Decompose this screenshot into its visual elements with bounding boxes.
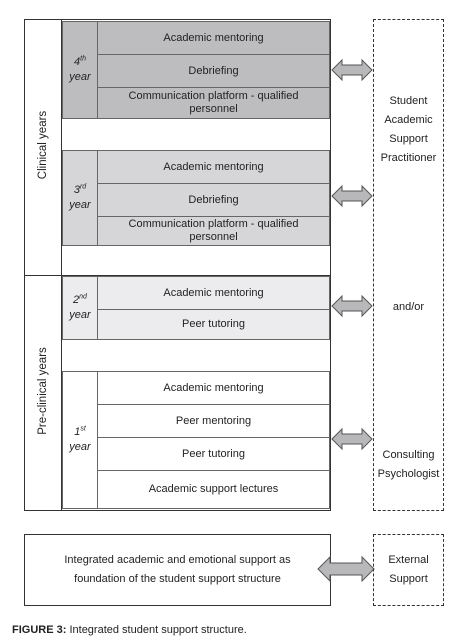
year-2-block: 2nd year Academic mentoring Peer tutorin…	[62, 276, 330, 340]
year-4-item: Debriefing	[98, 55, 329, 88]
year-4-number: 4	[74, 56, 81, 68]
year-4-block: 4th year Academic mentoring Debriefing C…	[62, 21, 330, 119]
caption-label: FIGURE 3:	[12, 624, 67, 636]
foundation-line: foundation of the student support struct…	[74, 573, 281, 585]
phase-divider	[24, 275, 331, 276]
year-1-number: 1	[74, 426, 81, 438]
year-2-item: Peer tutoring	[182, 318, 245, 330]
phase-column	[24, 19, 62, 511]
student-support-frame	[24, 19, 331, 511]
year-4-label: 4th year	[63, 22, 98, 118]
support-provider-panel: Student Academic Support Practitioner an…	[373, 19, 444, 511]
double-arrow-icon	[331, 185, 373, 207]
year-3-block: 3rd year Academic mentoring Debriefing C…	[62, 150, 330, 246]
year-3-number: 3	[73, 184, 80, 196]
caption-text: Integrated student support structure.	[66, 624, 247, 636]
student-academic-support-practitioner: Student Academic Support Practitioner	[374, 92, 443, 168]
year-3-item: Communication platform - qualified perso…	[128, 218, 299, 243]
panel-line: Academic	[384, 114, 433, 126]
year-1-item: Academic mentoring	[98, 372, 329, 405]
phase-label-preclinical: Pre-clinical years	[37, 347, 49, 435]
double-arrow-icon	[331, 59, 373, 81]
year-2-word: year	[69, 309, 91, 321]
year-4-suffix: th	[80, 55, 86, 63]
and-or-label: and/or	[392, 301, 425, 313]
year-1-word: year	[69, 441, 91, 453]
double-arrow-icon	[331, 428, 373, 450]
external-line: Support	[389, 573, 428, 585]
year-1-item: Academic support lectures	[148, 483, 279, 495]
year-4-item: Academic mentoring	[98, 22, 329, 55]
year-4-word: year	[69, 71, 91, 83]
panel-line: Psychologist	[377, 468, 440, 480]
year-2-label: 2nd year	[63, 277, 98, 339]
year-1-item: Peer mentoring	[98, 405, 329, 438]
year-3-item: Debriefing	[98, 184, 329, 217]
external-support-box: External Support	[373, 534, 444, 606]
foundation-line: Integrated academic and emotional suppor…	[64, 554, 291, 566]
panel-line: Practitioner	[380, 152, 437, 164]
year-3-label: 3rd year	[63, 151, 98, 245]
panel-line: Student	[389, 95, 428, 107]
foundation-box: Integrated academic and emotional suppor…	[24, 534, 331, 606]
year-1-block: 1st year Academic mentoring Peer mentori…	[62, 371, 330, 509]
year-2-item: Academic mentoring	[98, 277, 329, 310]
external-line: External	[388, 554, 429, 566]
year-1-label: 1st year	[63, 372, 98, 508]
year-3-suffix: rd	[79, 183, 87, 191]
panel-line: Consulting	[382, 449, 435, 461]
double-arrow-icon	[317, 556, 375, 582]
year-2-number: 2	[73, 294, 80, 306]
year-1-suffix: st	[80, 425, 86, 433]
year-3-item: Academic mentoring	[98, 151, 329, 184]
year-1-item: Peer tutoring	[98, 438, 329, 471]
year-4-item: Communication platform - qualified perso…	[128, 90, 299, 115]
consulting-psychologist: Consulting Psychologist	[374, 446, 443, 484]
figure-caption: FIGURE 3: Integrated student support str…	[12, 624, 247, 636]
panel-line: Support	[389, 133, 428, 145]
year-3-word: year	[69, 199, 91, 211]
double-arrow-icon	[331, 295, 373, 317]
phase-label-clinical: Clinical years	[37, 110, 49, 180]
year-2-suffix: nd	[79, 293, 87, 301]
